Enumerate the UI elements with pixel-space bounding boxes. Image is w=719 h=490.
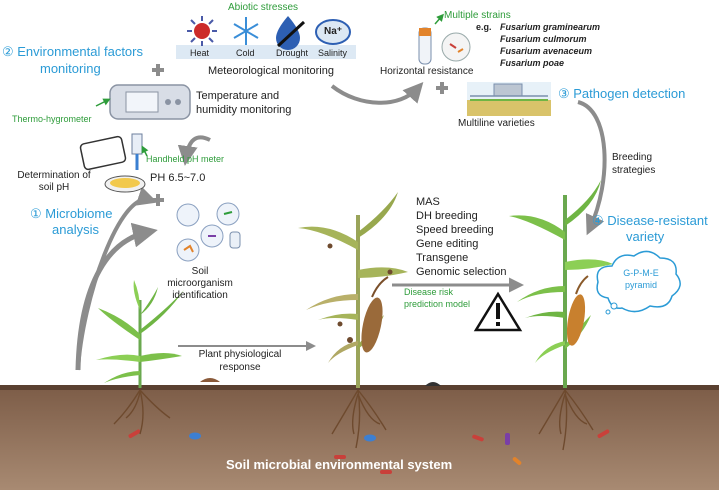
handheld-ph-meter-label: Handheld pH meter	[146, 154, 225, 164]
horizontal-resistance-label: Horizontal resistance	[380, 66, 474, 77]
resistant-variety-title-line1: ④ Disease-resistant	[592, 213, 708, 228]
diseased-plant	[298, 192, 408, 388]
cold-icon	[233, 17, 259, 45]
breeding-arrow	[577, 100, 607, 236]
abiotic-stresses-title: Abiotic stresses	[228, 2, 299, 13]
microorganism-icon	[176, 202, 241, 262]
plant-roots	[113, 389, 594, 451]
microbiome-title-line2: analysis	[52, 222, 99, 237]
strain-3: Fusarium avenaceum	[500, 46, 593, 56]
multiline-varieties-label: Multiline varieties	[458, 118, 535, 129]
plus-signs	[152, 64, 448, 206]
growth-arrow	[75, 135, 211, 371]
stress-cold-label: Cold	[236, 48, 255, 58]
temp-humidity-label-line1: Temperature and	[196, 90, 280, 102]
soil-ph-label-line2: soil pH	[38, 182, 70, 193]
method-transgene: Transgene	[416, 252, 469, 264]
strain-1: Fusarium graminearum	[500, 22, 601, 32]
thermo-hygrometer-icon	[95, 84, 191, 120]
physio-line1: Plant physiological	[198, 349, 282, 360]
physio-line2: response	[219, 362, 261, 373]
test-tube-icon	[418, 13, 471, 65]
method-gene-editing: Gene editing	[416, 238, 479, 250]
strain-2: Fusarium culmorum	[500, 34, 587, 44]
soil-system-label: Soil microbial environmental system	[226, 457, 453, 472]
ph-value: PH 6.5~7.0	[150, 172, 206, 184]
meteo-arrow	[330, 82, 424, 105]
soil-microorganism-line1: Soil	[191, 266, 209, 277]
salinity-ion-text: Na⁺	[324, 26, 343, 37]
breeding-strategies-line1: Breeding	[612, 152, 653, 163]
soil-ph-label-line1: Determination of	[17, 170, 91, 181]
disease-risk-line1: Disease risk	[404, 287, 454, 297]
multiline-field-icon	[467, 82, 551, 116]
method-speed: Speed breeding	[416, 224, 494, 236]
method-genomic: Genomic selection	[416, 266, 507, 278]
breeding-strategies-line2: strategies	[612, 165, 656, 176]
microbiome-title-line1: ① Microbiome	[30, 206, 113, 221]
strain-4: Fusarium poae	[500, 58, 565, 68]
soil-microorganism-line3: identification	[172, 290, 228, 301]
method-mas: MAS	[416, 196, 440, 208]
seedling-plant	[96, 280, 184, 388]
stress-heat-label: Heat	[190, 48, 210, 58]
environmental-factors-title-line2: monitoring	[40, 61, 101, 76]
eg-label: e.g.	[476, 22, 492, 32]
stress-drought-label: Drought	[276, 48, 309, 58]
gpme-cloud	[596, 250, 681, 315]
stress-salinity-label: Salinity	[318, 48, 348, 58]
resistant-variety-title-line2: variety	[626, 229, 665, 244]
warning-icon	[473, 291, 523, 332]
disease-risk-line2: prediction model	[404, 299, 471, 309]
resistant-plant	[509, 180, 613, 388]
stress-icons	[176, 16, 356, 59]
ph-meter-icon	[79, 133, 149, 193]
thermo-hygrometer-label: Thermo-hygrometer	[12, 114, 92, 124]
gpme-line1: G-P-M-E	[623, 268, 659, 278]
drought-icon	[276, 16, 306, 50]
meteorological-monitoring-label: Meteorological monitoring	[208, 65, 334, 77]
environmental-factors-title-line1: ② Environmental factors	[2, 44, 143, 59]
soil-microbes	[128, 378, 610, 474]
soil-microorganism-line2: microorganism	[167, 278, 233, 289]
gpme-line2: pyramid	[624, 280, 657, 290]
heat-icon	[187, 16, 217, 46]
salinity-icon	[315, 19, 351, 45]
method-dh: DH breeding	[416, 210, 478, 222]
temp-humidity-label-line2: humidity monitoring	[196, 104, 292, 116]
pathogen-detection-title: ③ Pathogen detection	[558, 86, 686, 101]
multiple-strains-label: Multiple strains	[444, 10, 511, 21]
